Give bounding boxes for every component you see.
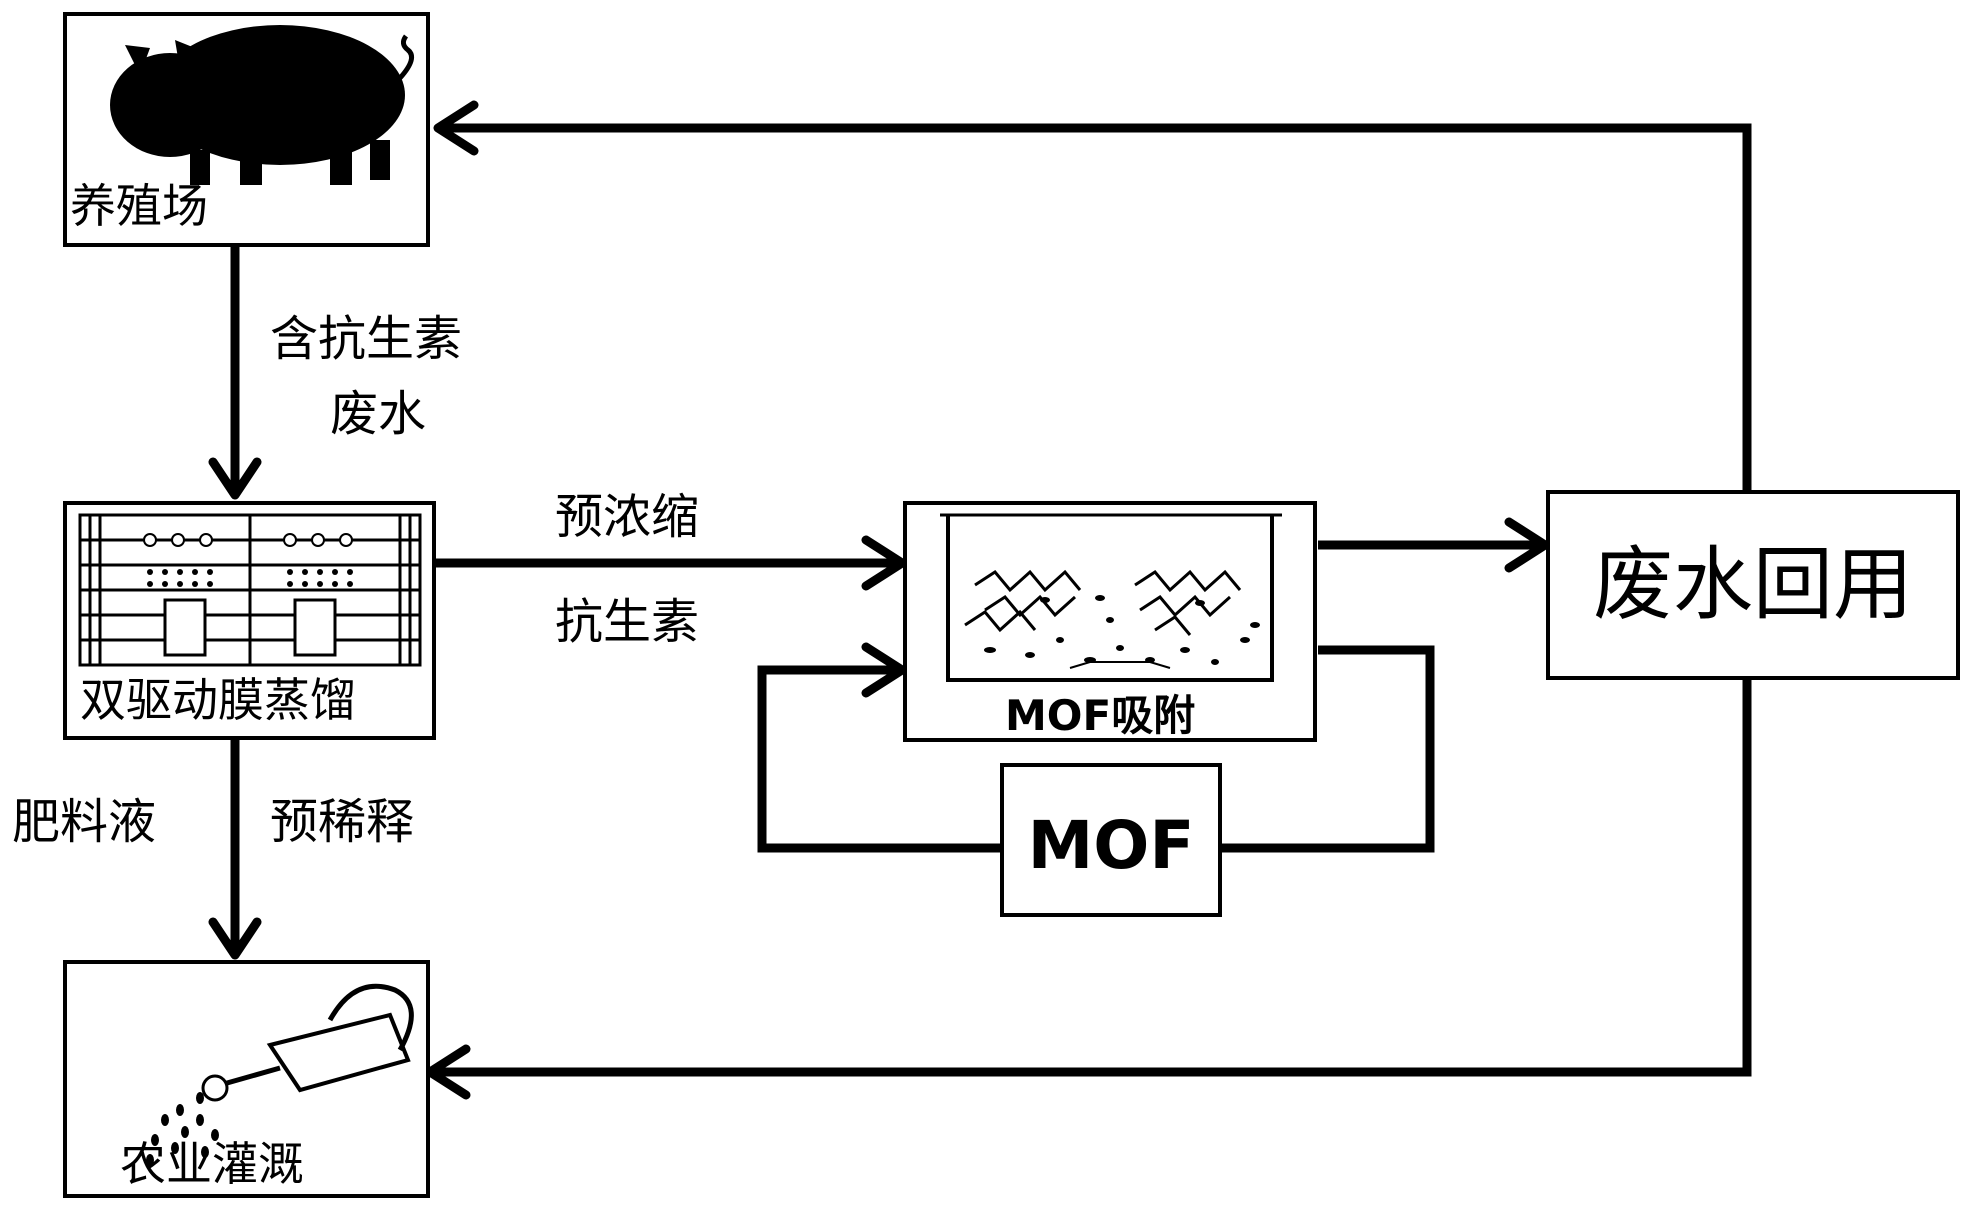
edge-label-preconcentration: 预浓缩 [555, 489, 699, 545]
edge-label-wastewater: 废水 [330, 386, 426, 442]
edge-label-fertilizer-solution: 肥料液 [12, 794, 156, 850]
arrow-reuse-to-farm [433, 100, 1752, 492]
arrow-membrane-to-irrigation [208, 740, 262, 960]
edge-label-antibiotic-containing: 含抗生素 [270, 311, 462, 367]
arrow-membrane-to-adsorption [434, 535, 907, 591]
mof-recycle-loop [757, 642, 1435, 853]
watering-can-icon [146, 983, 414, 1166]
edge-label-antibiotics: 抗生素 [555, 594, 699, 650]
membrane-distillation-unit-icon [78, 513, 422, 667]
adsorption-tank-icon [940, 513, 1282, 682]
arrow-adsorption-to-reuse [1318, 517, 1550, 573]
farm-label: 养殖场 [70, 179, 208, 233]
mof-label: MOF [1028, 807, 1195, 884]
node-mof-adsorption: MOF吸附 [903, 501, 1317, 742]
node-membrane-distillation: 双驱动膜蒸馏 [63, 501, 436, 740]
edge-label-prediluted: 预稀释 [270, 794, 414, 850]
pig-icon [110, 25, 415, 185]
irrigation-label: 农业灌溉 [120, 1137, 304, 1191]
reuse-label: 废水回用 [1593, 538, 1913, 631]
arrow-farm-to-membrane [208, 247, 262, 500]
mof-adsorption-label: MOF吸附 [1005, 691, 1195, 740]
membrane-label: 双驱动膜蒸馏 [80, 673, 356, 727]
node-farm: 养殖场 [63, 12, 430, 247]
node-mof: MOF [1000, 763, 1222, 917]
node-irrigation: 农业灌溉 [63, 960, 430, 1198]
node-wastewater-reuse: 废水回用 [1546, 490, 1960, 680]
